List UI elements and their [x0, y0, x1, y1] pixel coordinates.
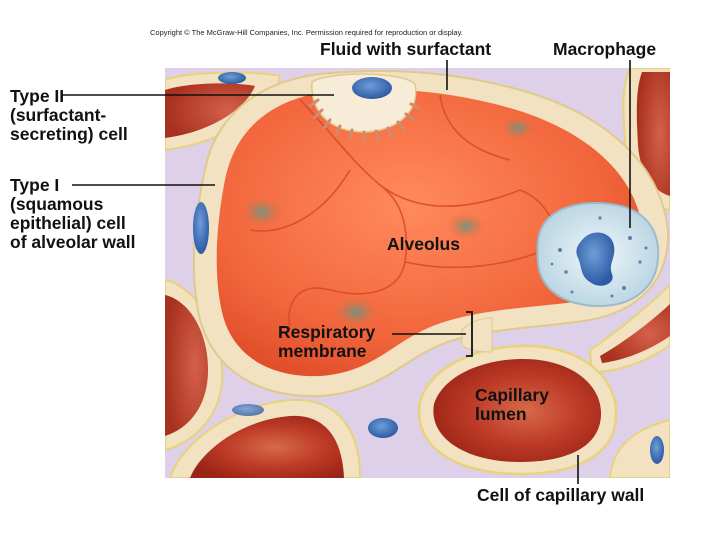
macrophage	[536, 202, 660, 308]
label-fluid-with-surfactant: Fluid with surfactant	[320, 40, 491, 59]
wall-nucleus-bottom	[368, 418, 398, 438]
label-macrophage-text: Macrophage	[553, 39, 657, 59]
type2-cell	[308, 73, 421, 143]
label-type2-cell: Type II (surfactant- secreting) cell	[10, 87, 128, 144]
squamous-nucleus-3	[332, 296, 380, 328]
copyright-notice: Copyright © The McGraw-Hill Companies, I…	[150, 28, 463, 37]
label-type2-line2: (surfactant-	[10, 105, 107, 125]
label-respiratory-line1: Respiratory	[278, 322, 376, 342]
respiratory-bracket	[466, 311, 473, 357]
squamous-nucleus-1	[240, 196, 284, 228]
label-capillary-wall-text: Cell of capillary wall	[477, 485, 645, 505]
respiratory-membrane	[461, 317, 493, 353]
alveolus-space	[216, 89, 643, 377]
label-type2-line1: Type II	[10, 86, 65, 106]
interstitial-nucleus-1	[218, 72, 246, 84]
label-alveolus-text: Alveolus	[387, 234, 460, 254]
label-type1-line1: Type I	[10, 175, 60, 195]
label-macrophage: Macrophage	[553, 40, 656, 59]
leader-lines	[62, 60, 631, 484]
label-type2-line3: secreting) cell	[10, 124, 128, 144]
capillary-main	[417, 344, 618, 476]
wall-nucleus-left	[193, 202, 209, 254]
squamous-nucleus-4	[500, 116, 536, 140]
label-capillary-line1: Capillary	[475, 385, 549, 405]
capillary-bottom-right	[608, 418, 670, 478]
label-capillary-wall: Cell of capillary wall	[477, 486, 644, 505]
label-type1-cell: Type I (squamous epithelial) cell of alv…	[10, 176, 135, 252]
macrophage-nucleus	[576, 232, 615, 286]
label-type1-line2: (squamous	[10, 194, 104, 214]
interstitial-nucleus-2	[232, 404, 264, 416]
label-type1-line4: of alveolar wall	[10, 232, 136, 252]
label-capillary-line2: lumen	[475, 404, 527, 424]
squamous-cell-borders	[249, 94, 557, 331]
wall-nucleus-bottom-right	[650, 436, 664, 464]
tissue-frame	[165, 68, 670, 478]
label-alveolus: Alveolus	[387, 235, 460, 254]
squamous-nucleus-2	[446, 212, 486, 240]
label-type1-line3: epithelial) cell	[10, 213, 126, 233]
label-respiratory-line2: membrane	[278, 341, 367, 361]
label-capillary-lumen: Capillary lumen	[475, 386, 549, 424]
label-fluid-text: Fluid with surfactant	[320, 39, 492, 59]
type2-nucleus	[352, 77, 392, 99]
label-respiratory-membrane: Respiratory membrane	[278, 323, 375, 361]
